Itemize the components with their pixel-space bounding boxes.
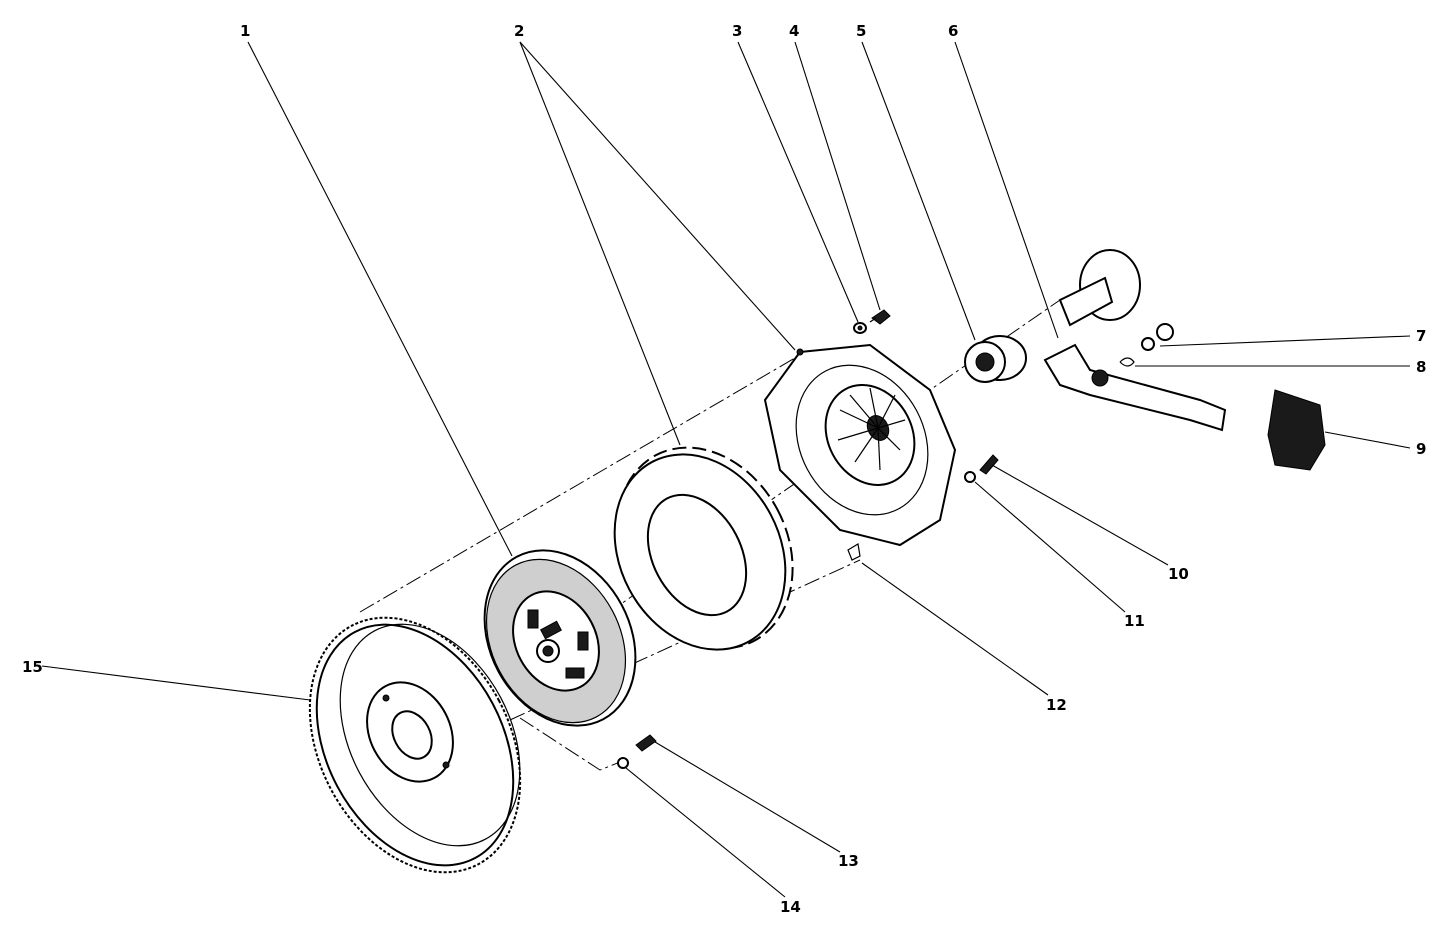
- callout-9: 9: [1416, 440, 1426, 458]
- callout-7: 7: [1416, 327, 1426, 345]
- callout-14: 14: [780, 898, 801, 916]
- callout-labels: 1 2 3 4 5 6 7 8 9 10 11 12 13 14 15: [22, 22, 1426, 916]
- leader-lines: [41, 41, 1411, 898]
- clutch-cover-assembly: [763, 343, 957, 547]
- spring-clip-part-8: [1119, 357, 1135, 367]
- callout-2: 2: [514, 22, 524, 40]
- diaphragm-fingers: [837, 387, 906, 471]
- callout-15: 15: [22, 658, 43, 676]
- bearing-guide-sleeve: [1058, 249, 1141, 327]
- callout-6: 6: [948, 22, 958, 40]
- flywheel: [308, 616, 522, 874]
- callout-10: 10: [1168, 565, 1189, 583]
- release-bearing: [964, 335, 1027, 383]
- release-fork: [1043, 343, 1227, 432]
- bolt-part-10: [979, 454, 999, 475]
- callout-12: 12: [1046, 696, 1067, 714]
- pressure-plate-ring: [613, 446, 794, 651]
- washer-part-11: [964, 471, 976, 483]
- dust-boot: [1267, 389, 1326, 471]
- washer-part-3: [853, 322, 867, 334]
- dowel-part-12: [847, 543, 861, 561]
- callout-4: 4: [789, 22, 799, 40]
- washer-part-14: [617, 757, 629, 769]
- bolt-part-13: [635, 734, 657, 752]
- callout-13: 13: [838, 852, 859, 870]
- callout-8: 8: [1416, 358, 1426, 376]
- bolt-part-4: [869, 309, 891, 325]
- pivot-ball-part-7: [1141, 323, 1174, 351]
- callout-11: 11: [1124, 612, 1145, 630]
- callout-3: 3: [732, 22, 742, 40]
- callout-1: 1: [240, 22, 250, 40]
- callout-5: 5: [856, 22, 866, 40]
- clutch-disc: [483, 549, 637, 727]
